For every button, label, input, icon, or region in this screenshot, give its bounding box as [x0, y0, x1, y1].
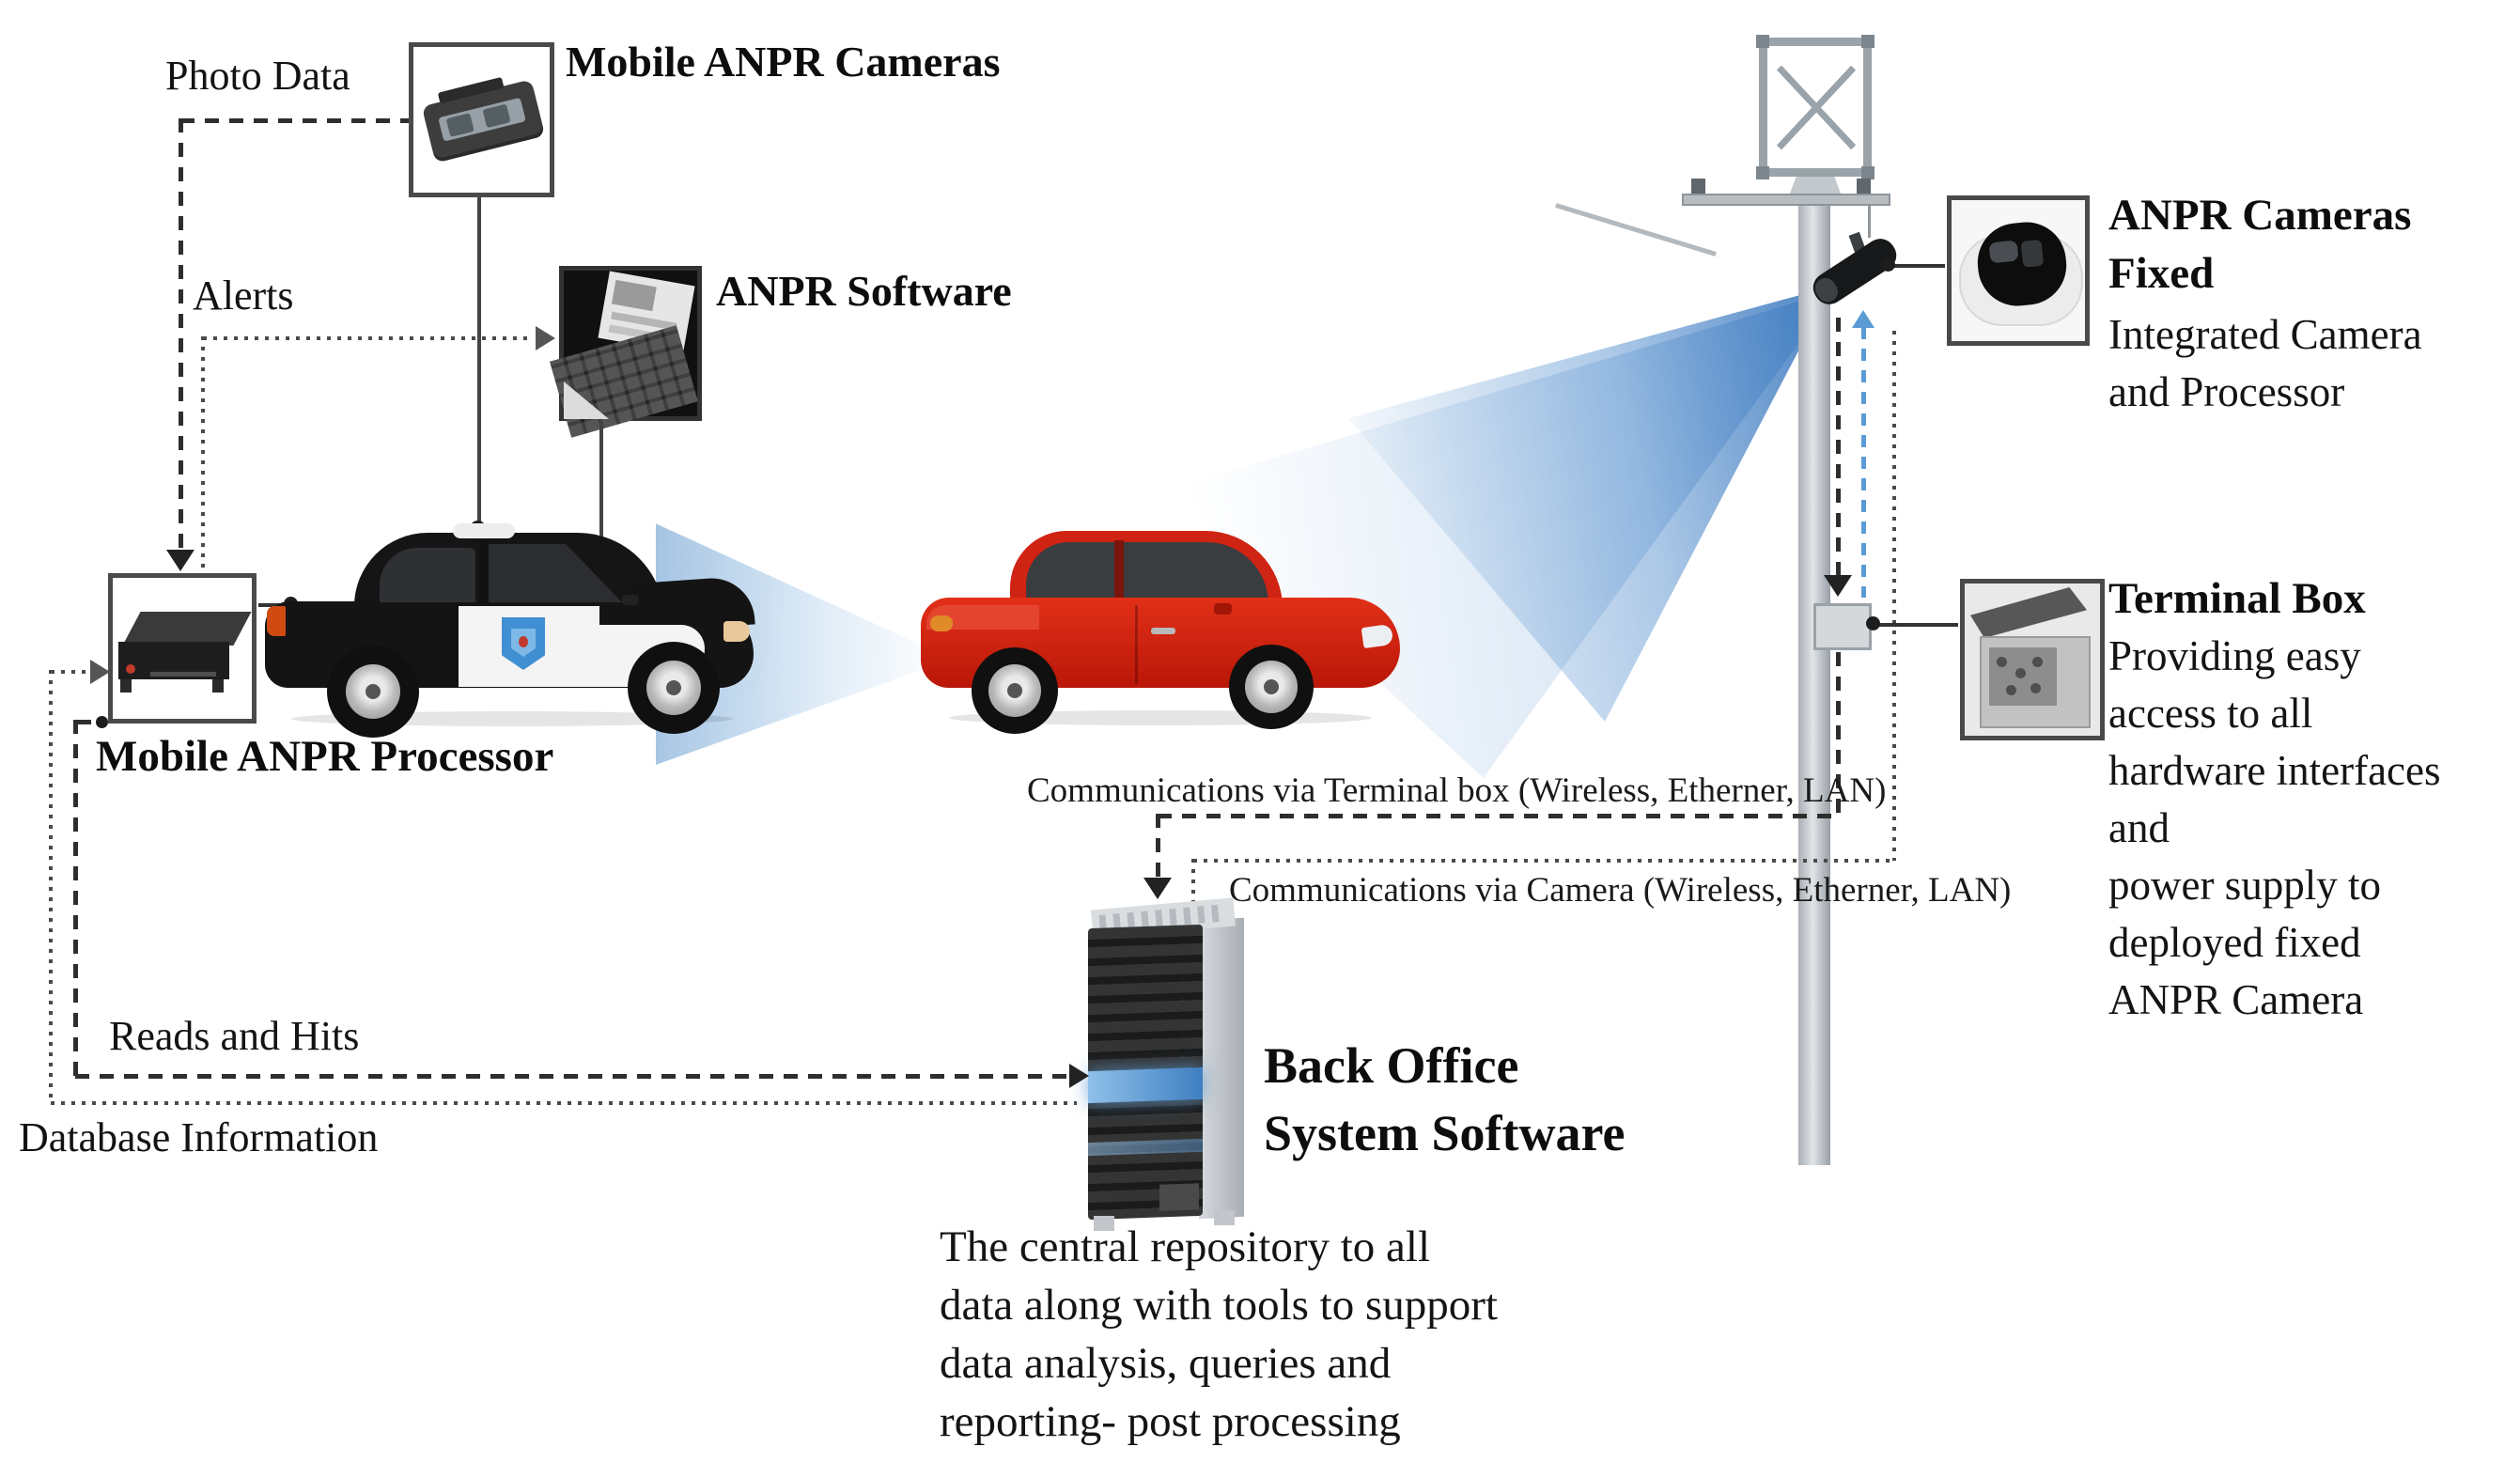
pole: [1798, 199, 1830, 1165]
terminal-camera-blue-line: [1861, 327, 1866, 598]
camera-link-dot: [1881, 257, 1895, 272]
comms-via-camera-label: Communications via Camera (Wireless, Eth…: [1229, 871, 2012, 910]
camera-hanger-line: [1868, 206, 1871, 238]
photo-data-line-horizontal: [180, 118, 409, 123]
police-headlight: [723, 621, 750, 642]
anpr-fixed-camera-photo: [1947, 195, 2090, 346]
database-left-vertical-line: [49, 670, 53, 1104]
camera-to-photo-link: [1890, 264, 1945, 268]
police-rear-window: [380, 548, 475, 602]
terminalbox-photo-link: [1874, 623, 1958, 627]
terminal-camera-blue-arrowhead: [1852, 310, 1874, 328]
mobile-anpr-processor-photo: [108, 573, 257, 724]
police-car: [265, 475, 755, 742]
mobile-anpr-camera-photo: [409, 42, 554, 197]
anpr-software-photo: [550, 266, 702, 438]
police-mirror: [622, 595, 639, 605]
alerts-arrowhead: [536, 326, 555, 350]
terminal-box-lid-icon: [1970, 587, 2087, 638]
mobile-camera-icon: [421, 76, 545, 160]
terminal-comms-horizontal: [1158, 814, 1840, 818]
processor-unit-icon: [118, 606, 252, 693]
red-car-rear-wheel: [972, 647, 1058, 734]
reads-stub-line: [77, 720, 98, 724]
crossarm-diagonal-rod: [1555, 203, 1717, 257]
police-tail-light: [267, 606, 286, 636]
red-car: [921, 526, 1402, 747]
alerts-label: Alerts: [193, 272, 294, 319]
database-information-label: Database Information: [19, 1114, 379, 1160]
database-information-line: [51, 1101, 1077, 1105]
server-tower: [1088, 897, 1246, 1231]
crossarm-fitting-right: [1857, 179, 1871, 194]
red-car-front-wheel: [1229, 645, 1314, 729]
camera-comms-dotted-line: [1892, 331, 1896, 861]
pole-crossarm: [1682, 194, 1890, 206]
terminalbox-link-dot: [1866, 616, 1880, 630]
police-badge-icon: [502, 617, 545, 670]
pole-lattice-top: [1756, 35, 1874, 179]
red-car-tail-light: [930, 615, 953, 631]
camera-terminal-arrowhead: [1824, 575, 1852, 597]
police-roof-cap: [453, 523, 515, 538]
laptop-keyboard-icon: [550, 325, 698, 438]
anpr-software-label: ANPR Software: [716, 267, 1012, 315]
photo-data-arrowhead: [166, 550, 194, 571]
camera-comms-horizontal: [1193, 859, 1894, 863]
photo-data-line-vertical: [179, 118, 183, 553]
alerts-line-vertical: [201, 336, 205, 571]
reads-and-hits-arrowhead: [1069, 1064, 1089, 1088]
mobile-anpr-processor-label: Mobile ANPR Processor: [96, 732, 554, 781]
mobile-anpr-cameras-label: Mobile ANPR Cameras: [566, 38, 1001, 86]
reads-and-hits-label: Reads and Hits: [109, 1013, 360, 1059]
terminal-box-title: Terminal Box: [2108, 574, 2366, 623]
database-into-processor-arrowhead: [90, 660, 110, 684]
police-rear-wheel: [327, 646, 419, 738]
police-front-wheel: [628, 642, 720, 734]
reads-and-hits-line: [75, 1074, 1073, 1079]
crossarm-fitting-left: [1691, 179, 1705, 194]
reads-left-vertical-line: [73, 720, 78, 1078]
database-into-processor-line: [51, 670, 92, 674]
red-car-window: [1026, 542, 1268, 604]
server-blue-stripe: [1088, 1066, 1203, 1104]
camera-terminal-dashed-line: [1836, 318, 1841, 579]
software-to-car-stem: [599, 421, 603, 601]
camera-to-car-stem: [477, 197, 481, 528]
red-car-mirror: [1214, 603, 1232, 615]
terminal-box-photo: [1960, 579, 2105, 740]
alerts-line-horizontal: [203, 336, 534, 340]
camera-comms-drop: [1191, 859, 1195, 911]
comms-via-terminal-label: Communications via Terminal box (Wireles…: [1027, 771, 1887, 810]
photo-data-label: Photo Data: [165, 53, 350, 99]
red-car-door-handle: [1151, 628, 1175, 634]
reads-stub-dot: [96, 716, 108, 728]
terminal-comms-vertical-from-pole: [1836, 652, 1841, 817]
terminal-comms-drop: [1156, 814, 1160, 881]
terminal-comms-arrowhead: [1143, 878, 1172, 899]
pole-terminal-box: [1813, 603, 1872, 650]
